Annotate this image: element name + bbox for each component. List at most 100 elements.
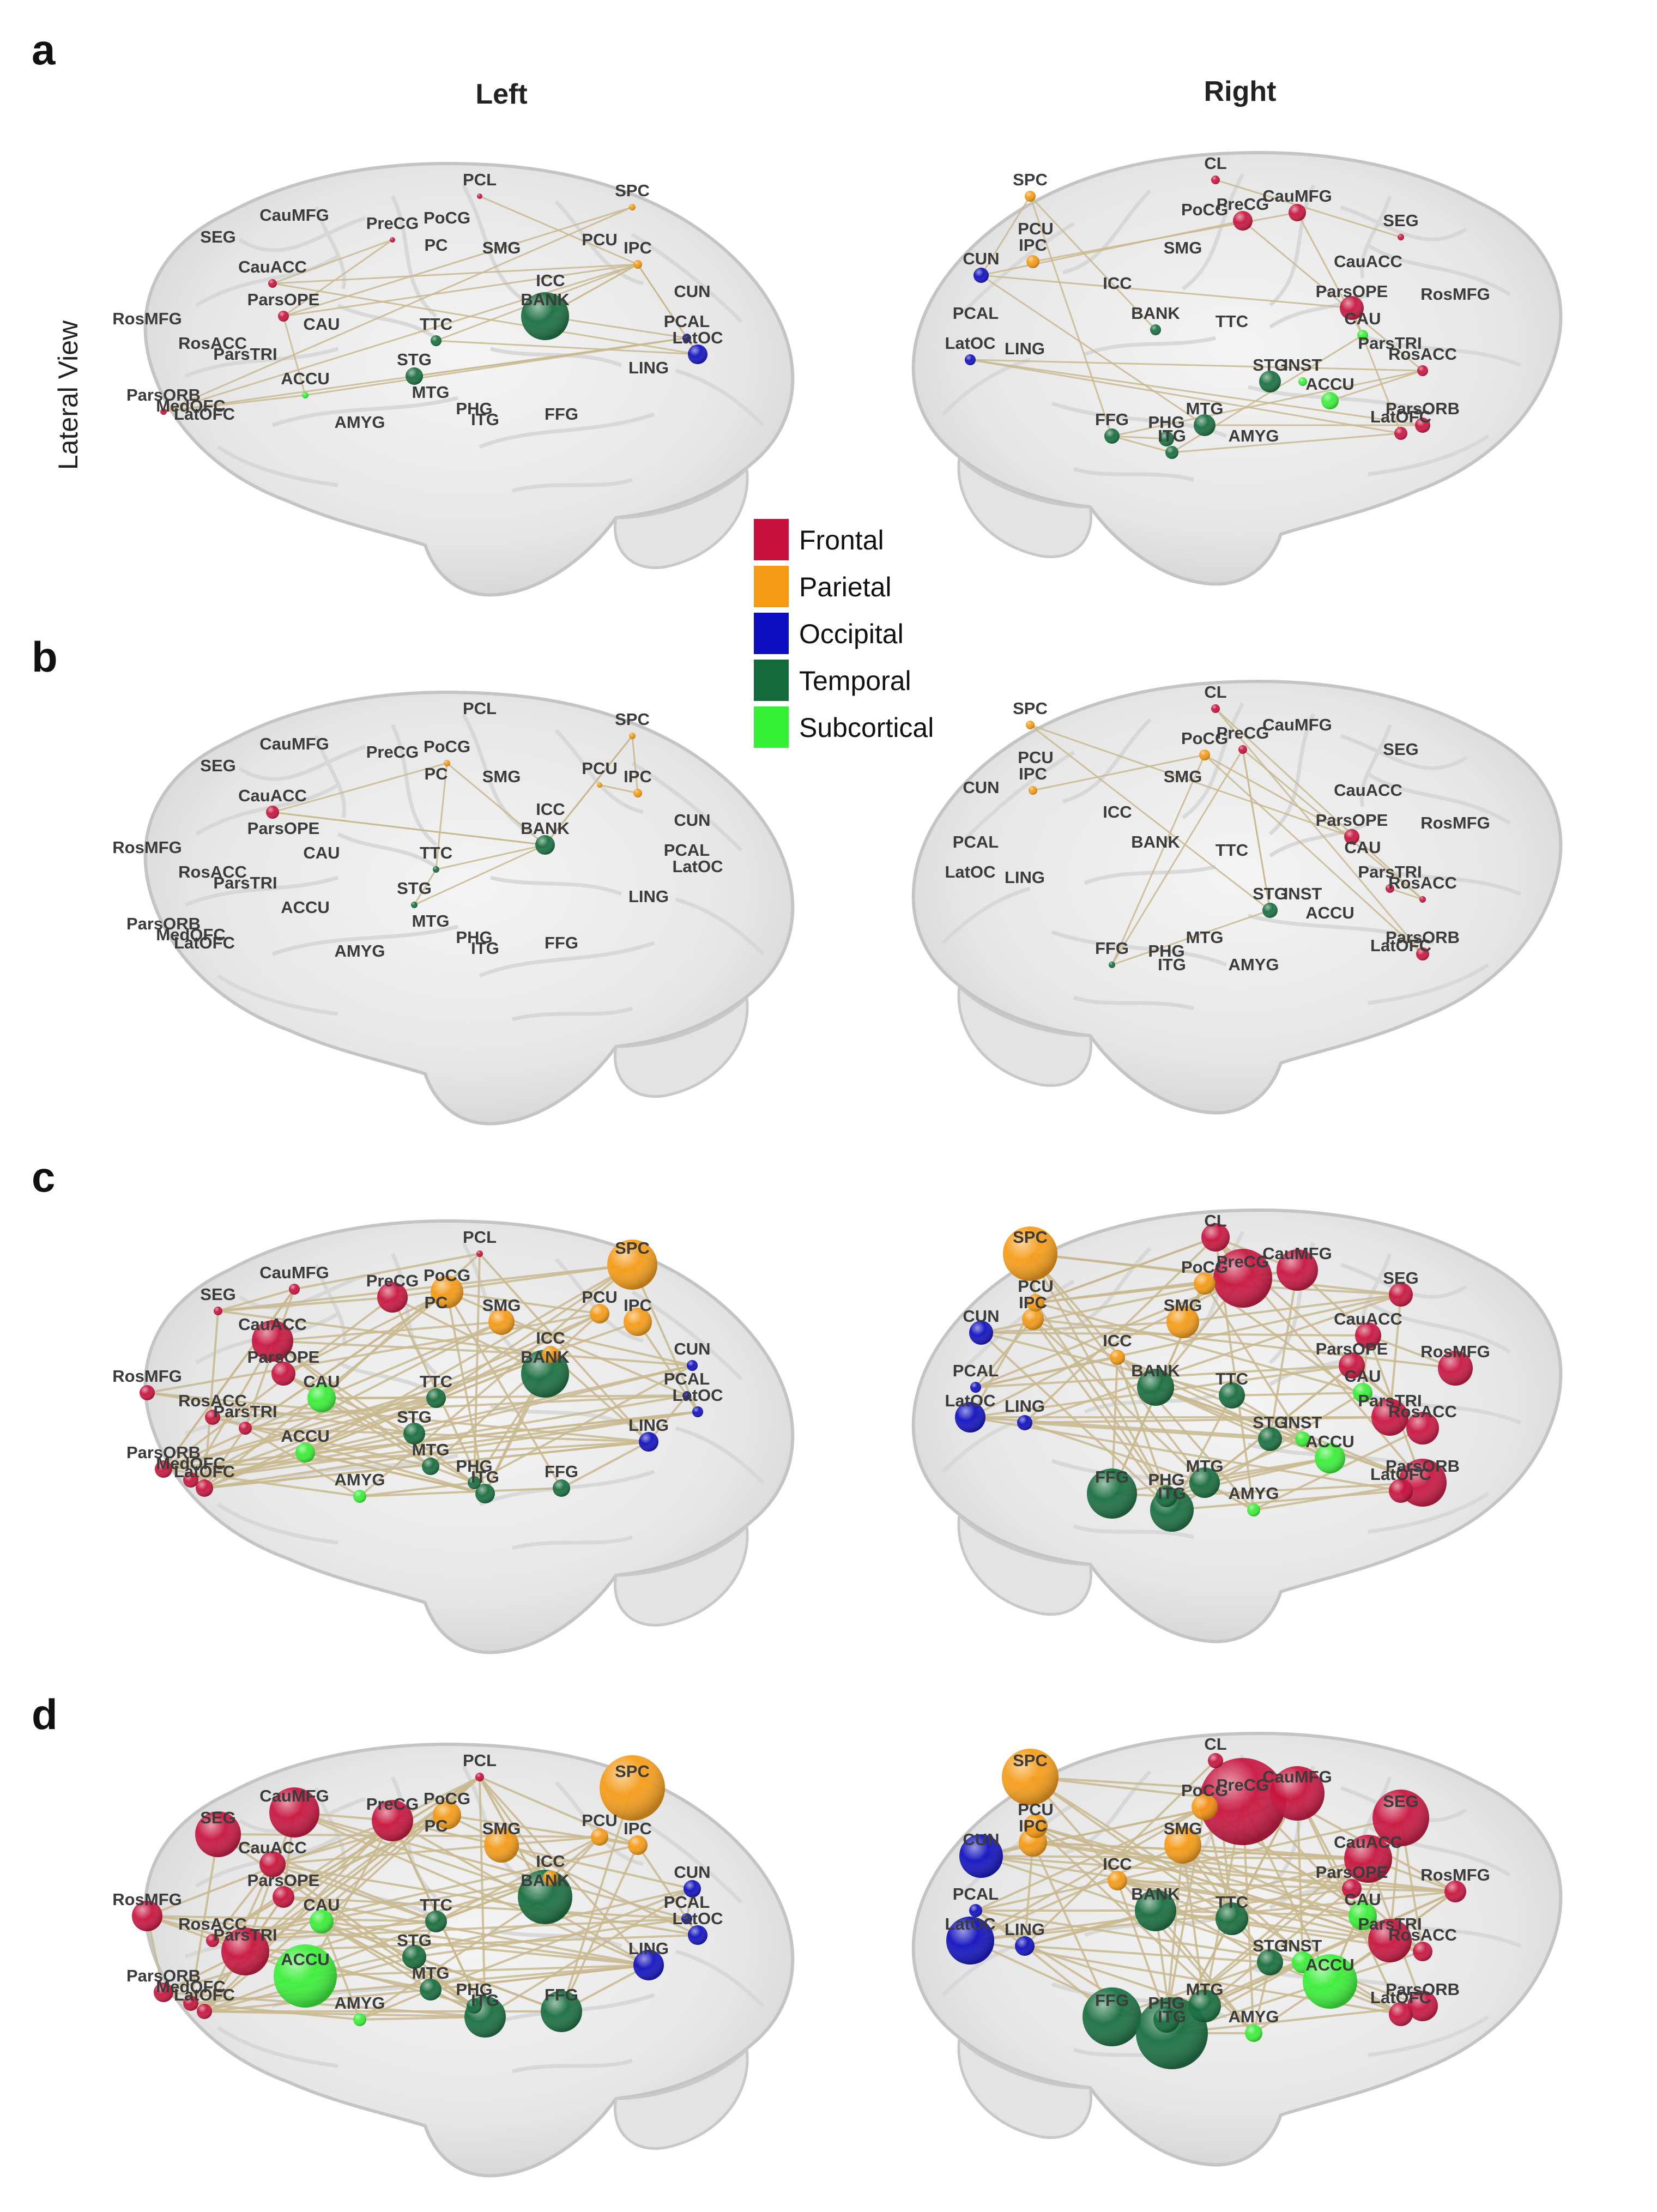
region-node-shading bbox=[1087, 1468, 1137, 1519]
region-node-shading bbox=[266, 806, 279, 819]
region-label-cau: CAU bbox=[303, 1372, 340, 1391]
legend-swatch-frontal bbox=[754, 519, 789, 560]
region-node-shading bbox=[1026, 255, 1039, 268]
connection-edge bbox=[1111, 435, 1172, 454]
region-label-pcu: PCU bbox=[582, 1288, 617, 1307]
region-node-shading bbox=[629, 204, 636, 210]
connection-edge bbox=[204, 1397, 437, 1489]
region-node-shading bbox=[628, 1835, 648, 1855]
region-label-bank: BANK bbox=[521, 1871, 570, 1890]
region-nodes bbox=[946, 1749, 1466, 2069]
region-label-cun: CUN bbox=[674, 1339, 710, 1358]
gyrus-line bbox=[1367, 244, 1511, 297]
region-node-shading bbox=[1259, 371, 1281, 392]
region-label-smg: SMG bbox=[482, 1819, 521, 1838]
region-node-shading bbox=[467, 1998, 482, 2014]
region-label-ttc: TTC bbox=[420, 315, 452, 334]
region-label-ling: LING bbox=[1005, 339, 1045, 358]
connection-edge bbox=[272, 1340, 551, 1356]
region-node-shading bbox=[1213, 1249, 1272, 1308]
connection-edge bbox=[1171, 1490, 1401, 1511]
connection-edge bbox=[1035, 1283, 1205, 1304]
connection-edge bbox=[1024, 1416, 1390, 1424]
region-label-amyg: AMYG bbox=[1229, 955, 1279, 974]
region-node-shading bbox=[1199, 750, 1210, 760]
region-label-amyg: AMYG bbox=[1229, 1484, 1279, 1503]
region-label-spc: SPC bbox=[1013, 170, 1048, 189]
legend-swatch-occipital bbox=[754, 613, 789, 654]
region-label-pcal: PCAL bbox=[953, 1361, 999, 1380]
region-node-shading bbox=[1029, 786, 1037, 795]
region-node-shading bbox=[420, 1979, 442, 2001]
connection-edge bbox=[359, 1487, 562, 1497]
region-node-shading bbox=[970, 1382, 981, 1393]
region-label-spc: SPC bbox=[615, 1238, 650, 1258]
legend-label-frontal: Frontal bbox=[799, 525, 884, 555]
region-label-smg: SMG bbox=[1164, 1296, 1202, 1315]
region-label-accu: ACCU bbox=[281, 898, 330, 917]
region-node-shading bbox=[1368, 1919, 1412, 1962]
region-label-ipc: IPC bbox=[1019, 235, 1047, 255]
gyrus-line bbox=[271, 396, 458, 427]
region-node-shading bbox=[1108, 1871, 1127, 1890]
region-label-caumfg: CauMFG bbox=[259, 1786, 329, 1805]
region-node-shading bbox=[433, 866, 439, 873]
region-node-shading bbox=[682, 334, 691, 342]
connection-edge bbox=[1035, 1825, 1363, 1917]
region-label-precg: PreCG bbox=[1217, 1775, 1269, 1794]
region-label-ttc: TTC bbox=[1215, 1893, 1248, 1912]
region-label-icc: ICC bbox=[1103, 802, 1132, 821]
region-label-parsope: ParsOPE bbox=[247, 819, 320, 838]
region-label-pocg: PoCG bbox=[424, 1789, 470, 1808]
region-node-shading bbox=[1270, 1766, 1325, 1821]
region-label-parsope: ParsOPE bbox=[247, 1871, 320, 1890]
connection-edge bbox=[190, 1964, 649, 2004]
panel-letter-d: d bbox=[32, 1690, 58, 1738]
connection-edge bbox=[981, 1855, 1456, 1893]
connection-edge bbox=[981, 1321, 1183, 1334]
region-label-amyg: AMYG bbox=[1229, 2007, 1279, 2026]
connection-edge bbox=[190, 1340, 274, 1481]
region-node-shading bbox=[1027, 1294, 1044, 1312]
region-node-shading bbox=[1353, 1383, 1372, 1403]
region-node-shading bbox=[377, 1282, 408, 1313]
region-label-amyg: AMYG bbox=[1229, 426, 1279, 445]
region-node-shading bbox=[1419, 896, 1426, 903]
region-node-shading bbox=[965, 354, 976, 365]
gyrus-line bbox=[217, 445, 338, 487]
region-node-shading bbox=[1394, 427, 1407, 440]
region-node-shading bbox=[1407, 1991, 1438, 2021]
region-label-seg: SEG bbox=[200, 1285, 235, 1304]
region-node-shading bbox=[268, 279, 277, 288]
connection-edge bbox=[283, 1896, 687, 1920]
region-node-shading bbox=[1413, 1942, 1432, 1961]
region-label-smg: SMG bbox=[1164, 1819, 1202, 1838]
connection-edge bbox=[631, 1264, 699, 1412]
region-label-rosmfg: RosMFG bbox=[112, 1890, 182, 1909]
region-label-seg: SEG bbox=[1383, 1268, 1418, 1288]
cerebellum bbox=[614, 994, 749, 1098]
connection-edge bbox=[203, 1820, 394, 2012]
region-label-rosacc: RosACC bbox=[178, 334, 247, 353]
region-node-shading bbox=[433, 1801, 461, 1829]
connection-edge bbox=[1242, 748, 1423, 900]
connection-edge bbox=[1155, 1386, 1423, 1484]
region-node-shading bbox=[295, 1443, 315, 1462]
region-node-shading bbox=[403, 1423, 425, 1445]
region-label-latofc: LatOFC bbox=[174, 933, 235, 952]
gyrus-line bbox=[1062, 718, 1152, 803]
region-node-shading bbox=[1348, 1902, 1377, 1930]
region-node-shading bbox=[1110, 1350, 1125, 1365]
gyrus-line bbox=[512, 1006, 633, 1022]
region-node-shading bbox=[553, 1479, 570, 1497]
region-node-shading bbox=[426, 1388, 446, 1408]
region-legend: Frontal Parietal Occipital Temporal Subc… bbox=[754, 519, 934, 748]
region-node-shading bbox=[476, 1250, 483, 1257]
connection-edge bbox=[1165, 1845, 1184, 2020]
region-label-pocg: PoCG bbox=[1181, 1258, 1228, 1277]
connection-edge bbox=[211, 1896, 285, 1942]
region-label-bank: BANK bbox=[1131, 832, 1180, 851]
